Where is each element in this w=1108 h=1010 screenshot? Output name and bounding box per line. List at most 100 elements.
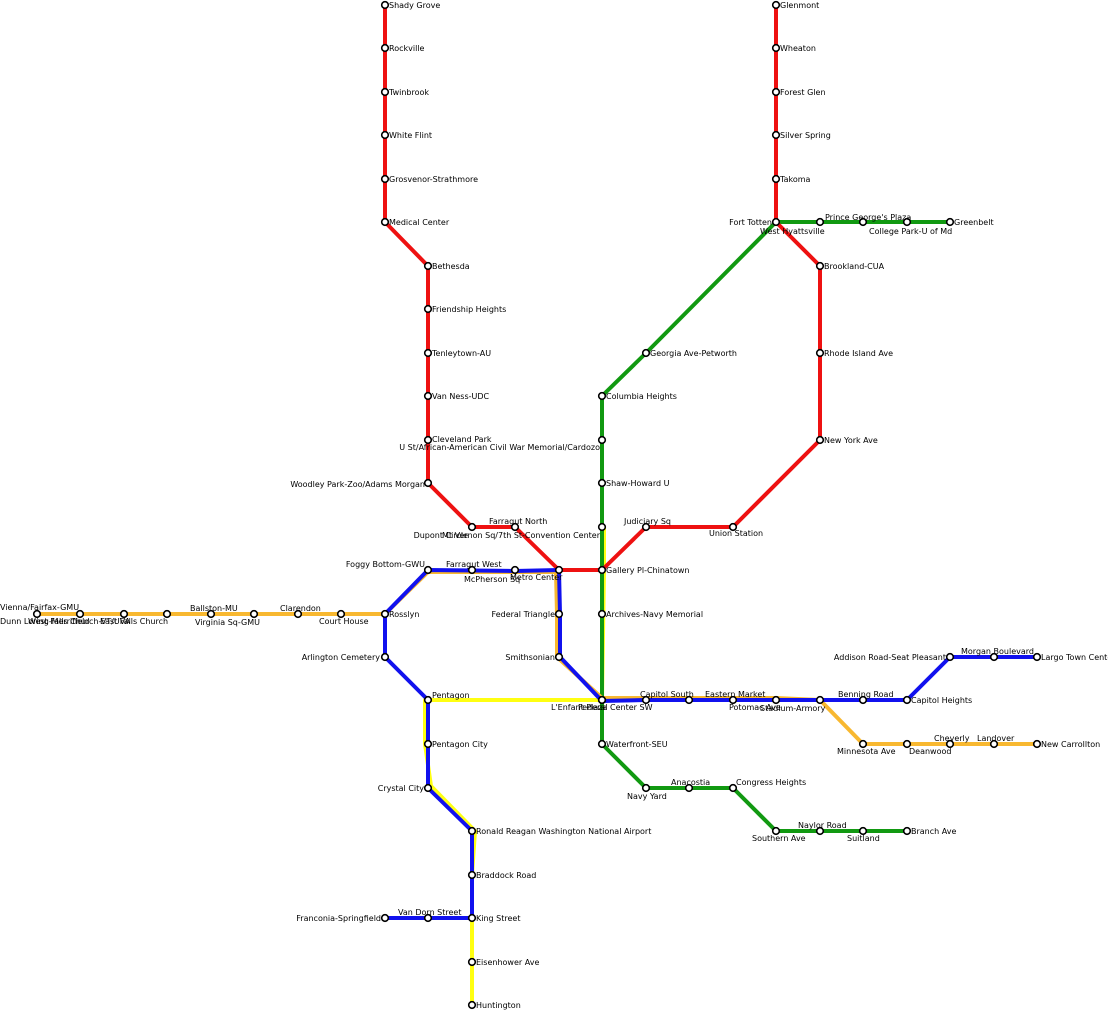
station-marker-columbia-heights[interactable]: [597, 391, 607, 401]
station-label-vienna: Vienna/Fairfax-GMU: [0, 603, 79, 612]
station-marker-cheverly[interactable]: [945, 739, 955, 749]
station-marker-suitland[interactable]: [858, 826, 868, 836]
station-marker-georgia-ave[interactable]: [641, 348, 651, 358]
station-marker-shady-grove[interactable]: [380, 0, 390, 10]
station-marker-court-house[interactable]: [336, 609, 346, 619]
station-marker-potomac-ave[interactable]: [728, 695, 738, 705]
station-marker-silver-spring[interactable]: [771, 130, 781, 140]
station-marker-eisenhower-ave[interactable]: [467, 957, 477, 967]
station-marker-tenleytown[interactable]: [423, 348, 433, 358]
station-label-pentagon-city: Pentagon City: [432, 740, 488, 749]
station-marker-forest-glen[interactable]: [771, 87, 781, 97]
station-marker-ballston[interactable]: [206, 609, 216, 619]
station-marker-pentagon[interactable]: [423, 695, 433, 705]
station-marker-arlington-cemetery[interactable]: [380, 652, 390, 662]
station-marker-addison-road[interactable]: [945, 652, 955, 662]
station-marker-smithsonian[interactable]: [554, 652, 564, 662]
rail-lines: [35, 3, 1039, 1007]
station-marker-king-street[interactable]: [467, 913, 477, 923]
station-marker-new-carrollton[interactable]: [1032, 739, 1042, 749]
station-marker-capitol-heights[interactable]: [902, 695, 912, 705]
station-marker-bethesda[interactable]: [423, 261, 433, 271]
station-marker-clarendon[interactable]: [293, 609, 303, 619]
station-label-suitland: Suitland: [847, 834, 880, 843]
station-marker-mcpherson-sq[interactable]: [510, 565, 520, 575]
station-marker-metro-center[interactable]: [554, 565, 564, 575]
station-marker-shaw-howard[interactable]: [597, 478, 607, 488]
station-marker-fort-totten[interactable]: [771, 217, 781, 227]
station-marker-wheaton[interactable]: [771, 43, 781, 53]
station-marker-gallery-place[interactable]: [597, 565, 607, 575]
station-marker-huntington[interactable]: [467, 1000, 477, 1010]
station-marker-pentagon-city[interactable]: [423, 739, 433, 749]
station-marker-virginia-sq[interactable]: [249, 609, 259, 619]
station-marker-farragut-west[interactable]: [467, 565, 477, 575]
station-marker-largo[interactable]: [1032, 652, 1042, 662]
station-label-cleveland-park: Cleveland Park: [432, 435, 492, 444]
station-marker-union-station[interactable]: [728, 522, 738, 532]
station-marker-crystal-city[interactable]: [423, 783, 433, 793]
station-marker-van-dorn[interactable]: [423, 913, 433, 923]
station-marker-waterfront[interactable]: [597, 739, 607, 749]
station-marker-glenmont[interactable]: [771, 0, 781, 10]
station-marker-morgan-boulevard[interactable]: [989, 652, 999, 662]
station-marker-anacostia[interactable]: [684, 783, 694, 793]
station-marker-mt-vernon[interactable]: [597, 522, 607, 532]
station-marker-takoma[interactable]: [771, 174, 781, 184]
station-marker-judiciary-sq[interactable]: [641, 522, 651, 532]
station-marker-prince-georges-plaza[interactable]: [815, 217, 825, 227]
station-label-ballston: Ballston-MU: [190, 604, 238, 613]
station-marker-reagan-airport[interactable]: [467, 826, 477, 836]
station-label-new-york-ave: New York Ave: [824, 436, 878, 445]
station-marker-landover[interactable]: [989, 739, 999, 749]
station-label-twinbrook: Twinbrook: [388, 88, 429, 97]
station-marker-federal-center-sw[interactable]: [597, 695, 607, 705]
station-label-fort-totten: Fort Totten: [729, 218, 772, 227]
station-marker-u-street[interactable]: [597, 435, 607, 445]
station-marker-branch-ave[interactable]: [902, 826, 912, 836]
station-marker-white-flint[interactable]: [380, 130, 390, 140]
station-marker-medical-center[interactable]: [380, 217, 390, 227]
yellow-line: [423, 525, 606, 1007]
station-marker-congress-heights[interactable]: [728, 783, 738, 793]
station-marker-friendship-heights[interactable]: [423, 304, 433, 314]
station-marker-dupont-circle[interactable]: [467, 522, 477, 532]
station-marker-farragut-north[interactable]: [510, 522, 520, 532]
station-marker-brookland[interactable]: [815, 261, 825, 271]
station-marker-cleveland-park[interactable]: [423, 435, 433, 445]
station-marker-woodley-park[interactable]: [423, 478, 433, 488]
station-marker-stadium-armory[interactable]: [771, 695, 781, 705]
station-marker-eastern-market[interactable]: [684, 695, 694, 705]
station-label-takoma: Takoma: [779, 175, 811, 184]
station-marker-west-falls-church[interactable]: [119, 609, 129, 619]
station-marker-new-york-ave[interactable]: [815, 435, 825, 445]
station-marker-sa-split[interactable]: [815, 695, 825, 705]
station-marker-foggy-bottom[interactable]: [423, 565, 433, 575]
station-marker-braddock-road[interactable]: [467, 870, 477, 880]
station-marker-capitol-south[interactable]: [641, 695, 651, 705]
station-marker-greenbelt[interactable]: [945, 217, 955, 227]
station-marker-naylor-road[interactable]: [815, 826, 825, 836]
station-marker-dunn-loring[interactable]: [75, 609, 85, 619]
station-label-medical-center: Medical Center: [389, 218, 450, 227]
station-marker-van-ness[interactable]: [423, 391, 433, 401]
station-marker-gb-mid[interactable]: [902, 217, 912, 227]
station-marker-navy-yard[interactable]: [641, 783, 651, 793]
station-marker-east-falls-church[interactable]: [162, 609, 172, 619]
station-marker-southern-ave[interactable]: [771, 826, 781, 836]
station-marker-rosslyn[interactable]: [380, 609, 390, 619]
station-marker-franconia[interactable]: [380, 913, 390, 923]
station-marker-minnesota-ave[interactable]: [858, 739, 868, 749]
station-marker-grosvenor[interactable]: [380, 174, 390, 184]
station-marker-deanwood[interactable]: [902, 739, 912, 749]
station-marker-federal-triangle[interactable]: [554, 609, 564, 619]
station-marker-archives[interactable]: [597, 609, 607, 619]
station-marker-benning-road[interactable]: [858, 695, 868, 705]
station-marker-twinbrook[interactable]: [380, 87, 390, 97]
station-label-shady-grove: Shady Grove: [389, 1, 440, 10]
station-marker-vienna[interactable]: [32, 609, 42, 619]
station-marker-college-park[interactable]: [858, 217, 868, 227]
station-label-waterfront: Waterfront-SEU: [606, 740, 668, 749]
station-marker-rockville[interactable]: [380, 43, 390, 53]
station-marker-rhode-island-ave[interactable]: [815, 348, 825, 358]
